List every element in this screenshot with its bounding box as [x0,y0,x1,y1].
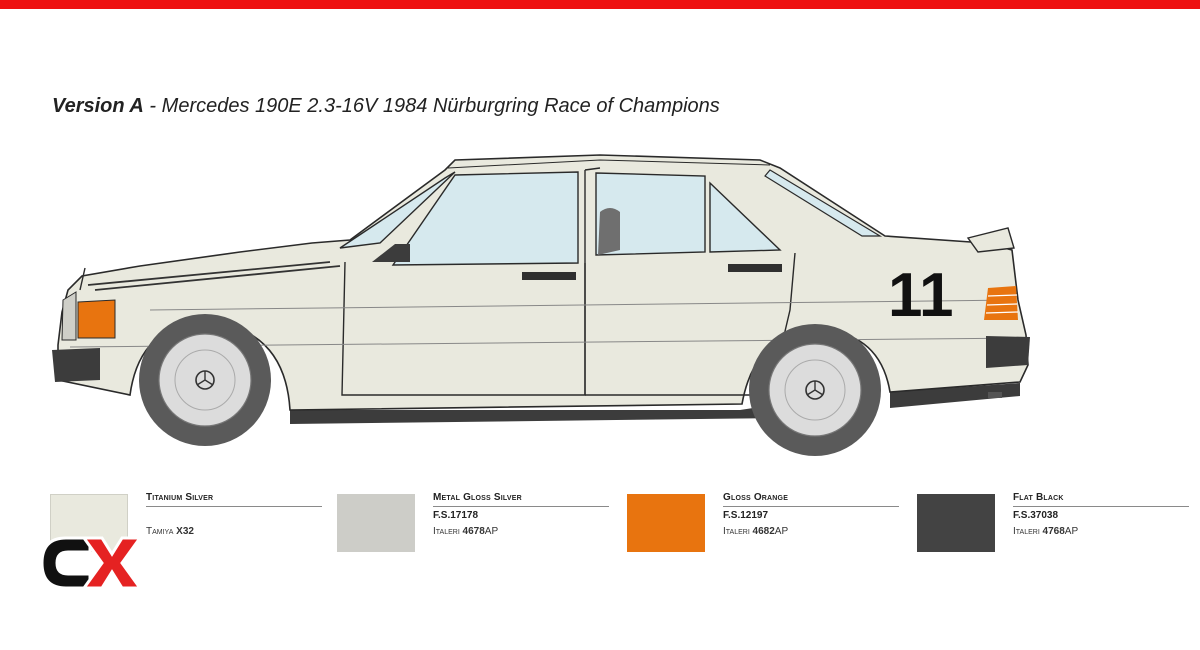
rear-spoiler [966,227,1015,253]
paint-swatch-metal-gloss-silver: Metal Gloss Silver F.S.17178 Italeri 467… [337,492,627,554]
page-title: Version A - Mercedes 190E 2.3-16V 1984 N… [52,95,720,118]
version-subject: Mercedes 190E 2.3-16V 1984 Nürburgring R… [161,95,720,117]
cx-logo [40,536,142,590]
swatch-name: Titanium Silver [146,492,214,503]
rear-wheel [749,324,881,456]
swatch-name: Metal Gloss Silver [433,492,522,503]
grille [61,291,77,341]
front-bumper [52,348,100,382]
swatch-divider [1013,506,1189,507]
swatch-fs-code: F.S.12197 [723,510,769,521]
swatch-fs-code: F.S.17178 [433,510,479,521]
rear-quarter-window [709,181,782,253]
swatch-paint-code: Italeri 4768AP [1013,526,1079,537]
rear-skirt [890,383,1020,408]
swatch-divider [723,506,899,507]
rear-screen [764,169,883,237]
swatch-fs-code: F.S.37038 [1013,510,1059,521]
side-skirt [290,404,780,424]
headlight [77,299,116,339]
logo-x-mark [81,536,142,590]
swatch-color [337,494,415,552]
side-mirror [372,244,410,262]
swatch-paint-code: Tamiya X32 [146,526,194,537]
seat-headrest [598,208,620,255]
rear-door-window [595,172,706,256]
rear-bumper [986,336,1030,368]
swatch-name: Flat Black [1013,492,1064,503]
swatch-divider [433,506,609,507]
paint-swatch-flat-black: Flat Black F.S.37038 Italeri 4768AP [917,492,1200,554]
windshield [339,171,456,249]
tail-light [984,286,1018,320]
swatch-name: Gloss Orange [723,492,789,503]
front-door-handle [522,272,576,280]
swatch-paint-code: Italeri 4678AP [433,526,499,537]
car-side-illustration: 11 [52,154,1030,456]
paint-swatch-gloss-orange: Gloss Orange F.S.12197 Italeri 4682AP [627,492,917,554]
swatch-paint-code: Italeri 4682AP [723,526,789,537]
swatch-color [627,494,705,552]
front-door-window [391,171,579,266]
swatch-color [917,494,995,552]
title-separator: - [143,95,162,117]
version-label: Version A [52,95,144,117]
race-number: 11 [888,261,954,330]
swatch-divider [146,506,322,507]
front-wheel [139,314,271,446]
logo-c-mark [40,536,92,590]
rear-door-handle [728,264,782,272]
top-accent-bar [0,0,1200,9]
